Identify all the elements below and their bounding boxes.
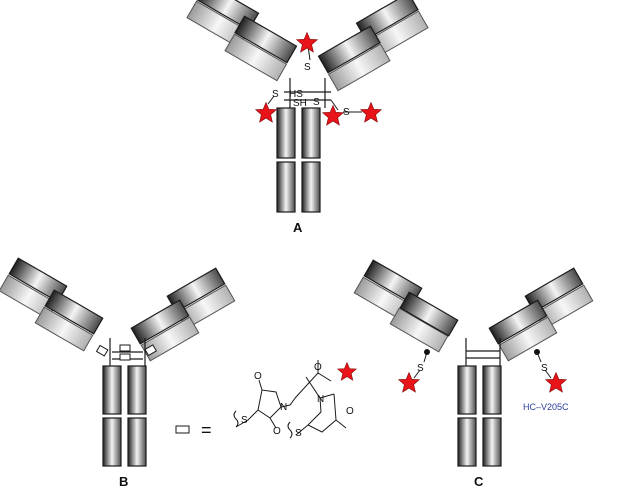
sulfur-label: S	[541, 363, 548, 374]
sulfur-label: S	[343, 107, 350, 118]
linker	[413, 351, 552, 379]
heavy-chain-domain	[524, 267, 584, 313]
heavy-chain-domain	[130, 299, 190, 345]
payload-star	[360, 102, 382, 123]
fc-domain	[127, 365, 147, 415]
oxygen-label: O	[254, 371, 262, 382]
heavy-chain-domain	[166, 267, 226, 313]
panel-label: C	[474, 474, 484, 489]
payload-star	[255, 102, 277, 123]
hinge	[284, 78, 331, 108]
equals-sign: =	[201, 420, 212, 440]
sulfur-label: S	[304, 62, 311, 73]
oxygen-label: O	[273, 426, 281, 437]
linker-legend: = O O N O O N S S	[175, 360, 357, 440]
cysteine-dot	[534, 349, 540, 355]
panel-b-antibody: B	[0, 257, 236, 489]
panel-label: A	[293, 220, 303, 235]
sulfur-label: S	[295, 428, 302, 439]
light-chain-domain	[389, 307, 449, 353]
linker-box	[95, 344, 109, 357]
heavy-chain-domain	[8, 257, 68, 303]
fc-domain	[276, 161, 296, 213]
linker-box	[119, 353, 131, 361]
heavy-chain-domain	[234, 15, 298, 64]
fc-domain	[301, 107, 321, 159]
light-chain-domain	[498, 316, 558, 362]
heavy-chain-domain	[399, 291, 459, 337]
fc-domain	[102, 417, 122, 467]
bismaleimide-structure	[233, 360, 347, 439]
linker-box	[144, 344, 158, 357]
fc-domain	[482, 365, 502, 415]
fc-domain	[482, 417, 502, 467]
sulfur-label: S	[272, 89, 279, 100]
panel-a-antibody: S S S S HS SH A	[186, 0, 429, 235]
oxygen-label: O	[314, 362, 322, 373]
light-chain-domain	[176, 284, 236, 330]
hinge	[465, 338, 501, 366]
light-chain-domain	[224, 33, 288, 82]
nitrogen-label: N	[280, 402, 287, 413]
panel-label: B	[119, 474, 128, 489]
payload-star	[337, 362, 357, 381]
light-chain-domain	[0, 274, 58, 320]
panel-c-antibody: S S HC–V205C C	[353, 259, 594, 489]
heavy-chain-domain	[363, 259, 423, 305]
heavy-chain-domain	[317, 25, 381, 74]
fc-domain	[457, 365, 477, 415]
thiol-label: SH	[293, 98, 307, 109]
heavy-chain-domain	[488, 299, 548, 345]
sulfur-label: S	[313, 97, 320, 108]
linker	[267, 45, 362, 113]
linker-box	[119, 344, 131, 352]
hinge	[109, 338, 146, 366]
fc-domain	[276, 107, 296, 159]
light-chain-domain	[34, 306, 94, 352]
fc-domain	[127, 417, 147, 467]
oxygen-label: O	[346, 406, 354, 417]
cysteine-dot	[424, 349, 430, 355]
fc-domain	[301, 161, 321, 213]
linker-box-legend	[175, 425, 190, 434]
thiol-label: HS	[289, 89, 303, 100]
payload-star	[322, 105, 344, 126]
sulfur-label: S	[417, 363, 424, 374]
variant-label: HC–V205C	[523, 402, 569, 412]
sulfur-label: S	[241, 415, 248, 426]
light-chain-domain	[327, 43, 391, 92]
fc-domain	[457, 417, 477, 467]
light-chain-domain	[534, 284, 594, 330]
heavy-chain-domain	[44, 289, 104, 335]
fc-domain	[102, 365, 122, 415]
nitrogen-label: N	[317, 394, 324, 405]
payload-star	[296, 32, 318, 53]
